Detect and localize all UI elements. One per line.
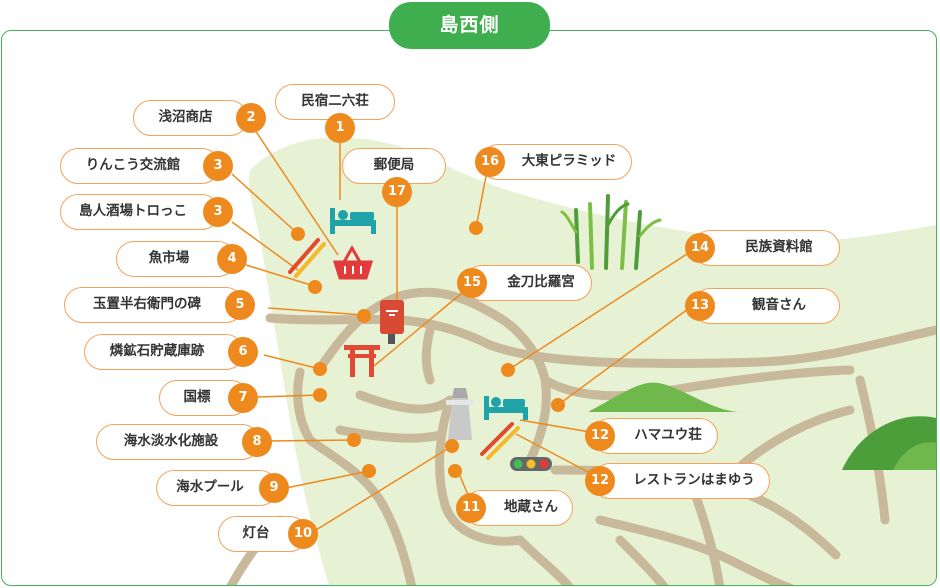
label-tamaoki-monument[interactable]: 玉置半右衛門の碑: [64, 287, 244, 323]
marker-number: 6: [228, 337, 258, 367]
location-dot[interactable]: [291, 227, 305, 241]
label-hamayu-so[interactable]: ハマユウ荘: [592, 418, 718, 454]
marker-number: 12: [585, 421, 615, 451]
marker-number: 4: [217, 244, 247, 274]
bed-icon: [330, 208, 376, 234]
label-uoichiba[interactable]: 魚市場: [116, 241, 236, 277]
marker-number: 3: [203, 151, 233, 181]
marker-number: 8: [242, 427, 272, 457]
marker-number: 16: [475, 147, 505, 177]
sugarcane-icon: [560, 194, 662, 270]
chopsticks-icon: [288, 238, 326, 278]
label-kotohira-gu[interactable]: 金刀比羅宮: [464, 265, 592, 301]
location-dot[interactable]: [357, 309, 371, 323]
label-seawater-pool[interactable]: 海水プール: [156, 470, 278, 506]
mailbox-icon: [380, 300, 404, 344]
marker-number: 7: [228, 383, 258, 413]
marker-number: 11: [456, 493, 486, 523]
hill-icon: [588, 382, 738, 412]
location-dot[interactable]: [469, 221, 483, 235]
location-dot[interactable]: [308, 280, 322, 294]
marker-number: 13: [685, 291, 715, 321]
location-dot[interactable]: [445, 439, 459, 453]
torii-icon: [344, 345, 380, 377]
location-dot[interactable]: [313, 362, 327, 376]
marker-number: 14: [685, 233, 715, 263]
location-dot[interactable]: [313, 388, 327, 402]
marker-number: 12: [585, 466, 615, 496]
bed-icon-2: [484, 396, 528, 420]
label-shimanchu-sakaba[interactable]: 島人酒場トロっこ: [60, 194, 220, 230]
label-kannon-san[interactable]: 観音さん: [692, 288, 840, 324]
marker-number: 2: [236, 103, 266, 133]
marker-number: 17: [382, 177, 412, 207]
marker-number: 15: [457, 268, 487, 298]
label-restaurant-hamayu[interactable]: レストランはまゆう: [592, 463, 770, 499]
label-phosphate-storage[interactable]: 燐鉱石貯蔵庫跡: [84, 334, 244, 370]
label-desalination-facility[interactable]: 海水淡水化施設: [96, 424, 260, 460]
location-dot[interactable]: [448, 464, 462, 478]
lighthouse-icon: [446, 388, 474, 440]
chopsticks-icon-2: [480, 422, 520, 460]
marker-number: 3: [203, 197, 233, 227]
marker-number: 10: [288, 519, 318, 549]
marker-number: 5: [225, 290, 255, 320]
location-dot[interactable]: [551, 398, 565, 412]
label-folk-museum[interactable]: 民族資料館: [692, 230, 840, 266]
shopping-basket-icon: [332, 244, 374, 280]
map-title: 島西側: [389, 2, 550, 49]
label-rinko-koryukan[interactable]: りんこう交流館: [60, 148, 220, 184]
hill-right-2: [893, 442, 936, 470]
location-dot[interactable]: [347, 433, 361, 447]
marker-number: 9: [259, 473, 289, 503]
location-dot[interactable]: [501, 363, 515, 377]
leader-lines: [231, 129, 693, 531]
marker-number: 1: [325, 113, 355, 143]
label-asanuma-shoten[interactable]: 浅沼商店: [133, 100, 248, 136]
traffic-light-icon: [510, 457, 552, 471]
location-dot[interactable]: [362, 464, 376, 478]
